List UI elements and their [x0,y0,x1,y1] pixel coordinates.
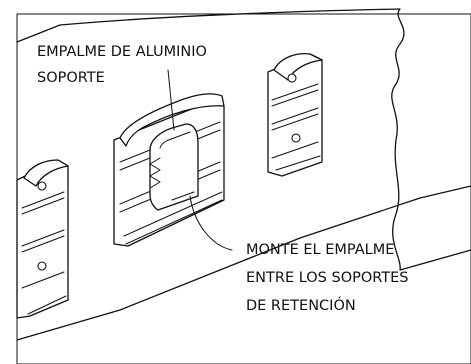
right-retention-bracket [267,52,323,177]
label-mount-splice-line3: DE RETENCIÓN [246,296,356,314]
diagram-frame [16,13,471,364]
label-aluminum-splice: EMPALME DE ALUMINIO [37,44,207,60]
left-retention-bracket [16,159,69,319]
label-bracket: SOPORTE [37,70,105,86]
label-mount-splice-line2: ENTRE LOS SOPORTES [246,270,409,286]
label-mount-splice-line1: MONTE EL EMPALME [246,242,394,258]
splice-leader-line [167,69,175,131]
wall-panel [16,8,471,341]
mount-leader-line [189,195,233,251]
aluminum-splice [149,123,199,211]
